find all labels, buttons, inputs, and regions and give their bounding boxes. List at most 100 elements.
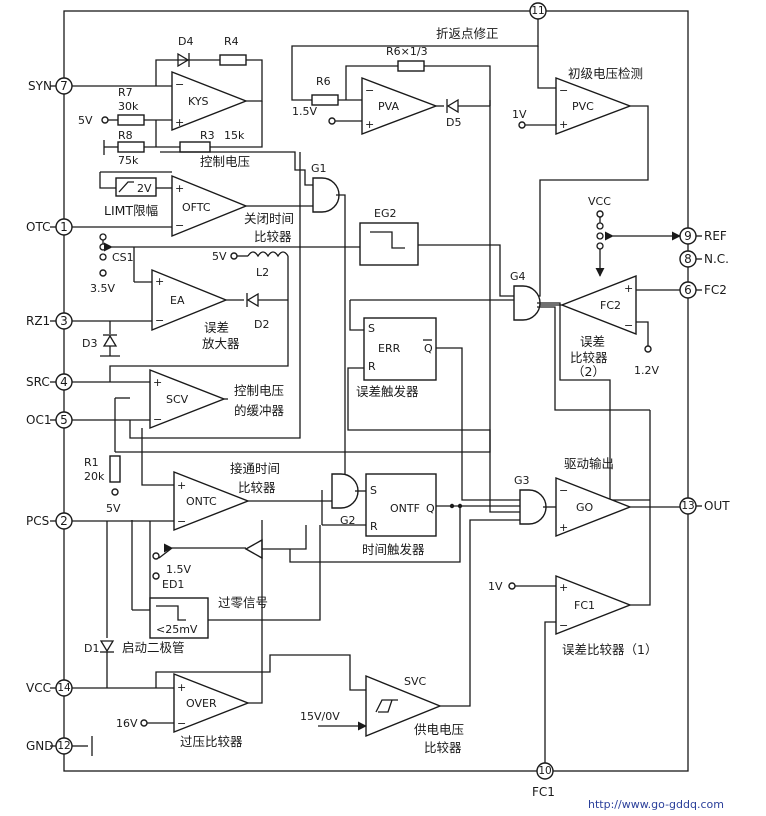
gate-g4-label: G4 xyxy=(510,270,526,283)
amp-go-plus: + xyxy=(559,521,568,534)
amp-over-plus: + xyxy=(177,681,186,694)
pin-src-label: SRC xyxy=(26,375,50,389)
pin-oc1-number: 5 xyxy=(60,413,68,427)
volt-1v5-pva: 1.5V xyxy=(292,105,317,118)
label-ov-cmp: 过压比较器 xyxy=(180,734,243,749)
label-r6-third: R6×1/3 xyxy=(386,45,428,58)
diode-d4 xyxy=(177,52,190,68)
amp-pvc-plus: + xyxy=(559,118,568,131)
volt-3v5: 3.5V xyxy=(90,282,115,295)
gate-g4 xyxy=(513,285,541,321)
amp-scv xyxy=(149,368,226,430)
pin-pcs-number: 2 xyxy=(60,514,68,528)
diode-d1 xyxy=(99,640,115,653)
pin-syn-number: 7 xyxy=(60,79,68,93)
label-cv-buffer-1: 控制电压 xyxy=(234,383,284,398)
amp-ea-minus: − xyxy=(155,314,164,327)
pin-vcc-label: VCC xyxy=(26,681,51,695)
label-on-time-1: 接通时间 xyxy=(230,461,280,476)
pin-fc2-label: FC2 xyxy=(704,283,727,297)
pin-fc1: 10 FC1 xyxy=(532,762,555,799)
label-err-cmp1: 误差比较器（1） xyxy=(562,642,657,657)
pin-gnd-number: 12 xyxy=(57,740,70,752)
gate-g1-label: G1 xyxy=(311,162,327,175)
label-r8: R8 xyxy=(118,129,133,142)
amp-scv-minus: − xyxy=(153,413,162,426)
amp-ontc-label: ONTC xyxy=(186,495,217,508)
pin-nc: 8 N.C. xyxy=(679,250,729,268)
label-time-trigger: 时间触发器 xyxy=(362,542,425,557)
label-limit: LIMT限幅 xyxy=(104,203,158,218)
amp-pvc-label: PVC xyxy=(572,100,594,113)
block-ontf xyxy=(365,473,437,537)
pin-vcc: VCC 14 xyxy=(26,679,73,697)
amp-over-label: OVER xyxy=(186,697,217,710)
pin-pcs: PCS 2 xyxy=(26,512,73,530)
pin-out-label: OUT xyxy=(704,499,730,513)
inverter xyxy=(244,538,263,560)
pin-otc: OTC 1 xyxy=(26,218,73,236)
amp-ontc-minus: − xyxy=(177,515,186,528)
amp-over-minus: − xyxy=(177,717,186,730)
pin-syn-label: SYN xyxy=(28,79,52,93)
pin-ref: 9 REF xyxy=(679,227,727,245)
pin-pcs-label: PCS xyxy=(26,514,49,528)
pin-fc1-label: FC1 xyxy=(532,785,555,799)
label-r4: R4 xyxy=(224,35,239,48)
pin-11: 11 xyxy=(529,2,547,20)
pin-gnd: GND 12 xyxy=(26,737,73,755)
label-r3-val: 15k xyxy=(224,129,245,142)
pin-fc1-number: 10 xyxy=(538,765,551,777)
amp-pva-label: PVA xyxy=(378,100,399,113)
pin-gnd-label: GND xyxy=(26,739,54,753)
block-ontf-q: Q xyxy=(426,502,435,515)
volt-15-0: 15V/0V xyxy=(300,710,340,723)
amp-pva xyxy=(361,76,438,136)
label-r6: R6 xyxy=(316,75,331,88)
label-r7-val: 30k xyxy=(118,100,139,113)
pin-oc1-label: OC1 xyxy=(26,413,51,427)
block-eg2 xyxy=(359,222,419,266)
amp-pva-minus: − xyxy=(365,84,374,97)
zero-crossing-box xyxy=(149,597,209,639)
diode-d2 xyxy=(246,292,259,308)
amp-fc2-label: FC2 xyxy=(600,299,621,312)
label-r1-val: 20k xyxy=(84,470,105,483)
pin-fc2-number: 6 xyxy=(684,283,692,297)
label-err-cmp2-2: 比较器 xyxy=(570,350,608,365)
amp-ontc-plus: + xyxy=(177,479,186,492)
label-off-time-1: 关闭时间 xyxy=(244,211,294,226)
label-r1: R1 xyxy=(84,456,99,469)
volt-1v-fc1: 1V xyxy=(488,580,503,593)
label-d5: D5 xyxy=(446,116,461,129)
amp-fc2 xyxy=(560,274,637,336)
amp-pva-plus: + xyxy=(365,118,374,131)
amp-oftc-minus: − xyxy=(175,219,184,232)
pin-otc-label: OTC xyxy=(26,220,50,234)
gate-g2 xyxy=(331,473,359,509)
resistor-r3 xyxy=(179,141,211,153)
amp-go-minus: − xyxy=(559,484,568,497)
label-err-trigger: 误差触发器 xyxy=(356,384,419,399)
label-supply-cmp-1: 供电电压 xyxy=(414,722,464,737)
inductor-l2 xyxy=(247,251,289,258)
block-err-q: Q xyxy=(424,342,433,355)
watermark-url: http://www.go-gddq.com xyxy=(588,798,724,811)
pin-out-number: 13 xyxy=(681,500,694,512)
label-d4: D4 xyxy=(178,35,193,48)
amp-fc1-label: FC1 xyxy=(574,599,595,612)
resistor-r8 xyxy=(117,141,145,153)
amp-oftc xyxy=(171,174,248,238)
label-foldback: 折返点修正 xyxy=(436,26,499,41)
amp-over xyxy=(173,672,250,734)
amp-pvc-minus: − xyxy=(559,84,568,97)
volt-5v-r1: 5V xyxy=(106,502,121,515)
block-ontf-s: S xyxy=(370,484,377,497)
amp-scv-label: SCV xyxy=(166,393,189,406)
block-err-s: S xyxy=(368,322,375,335)
label-r3: R3 xyxy=(200,129,215,142)
label-err-cmp2-3: （2） xyxy=(572,364,605,379)
amp-kys xyxy=(171,70,248,132)
pin-src-number: 4 xyxy=(60,375,68,389)
amp-fc1 xyxy=(555,574,632,636)
